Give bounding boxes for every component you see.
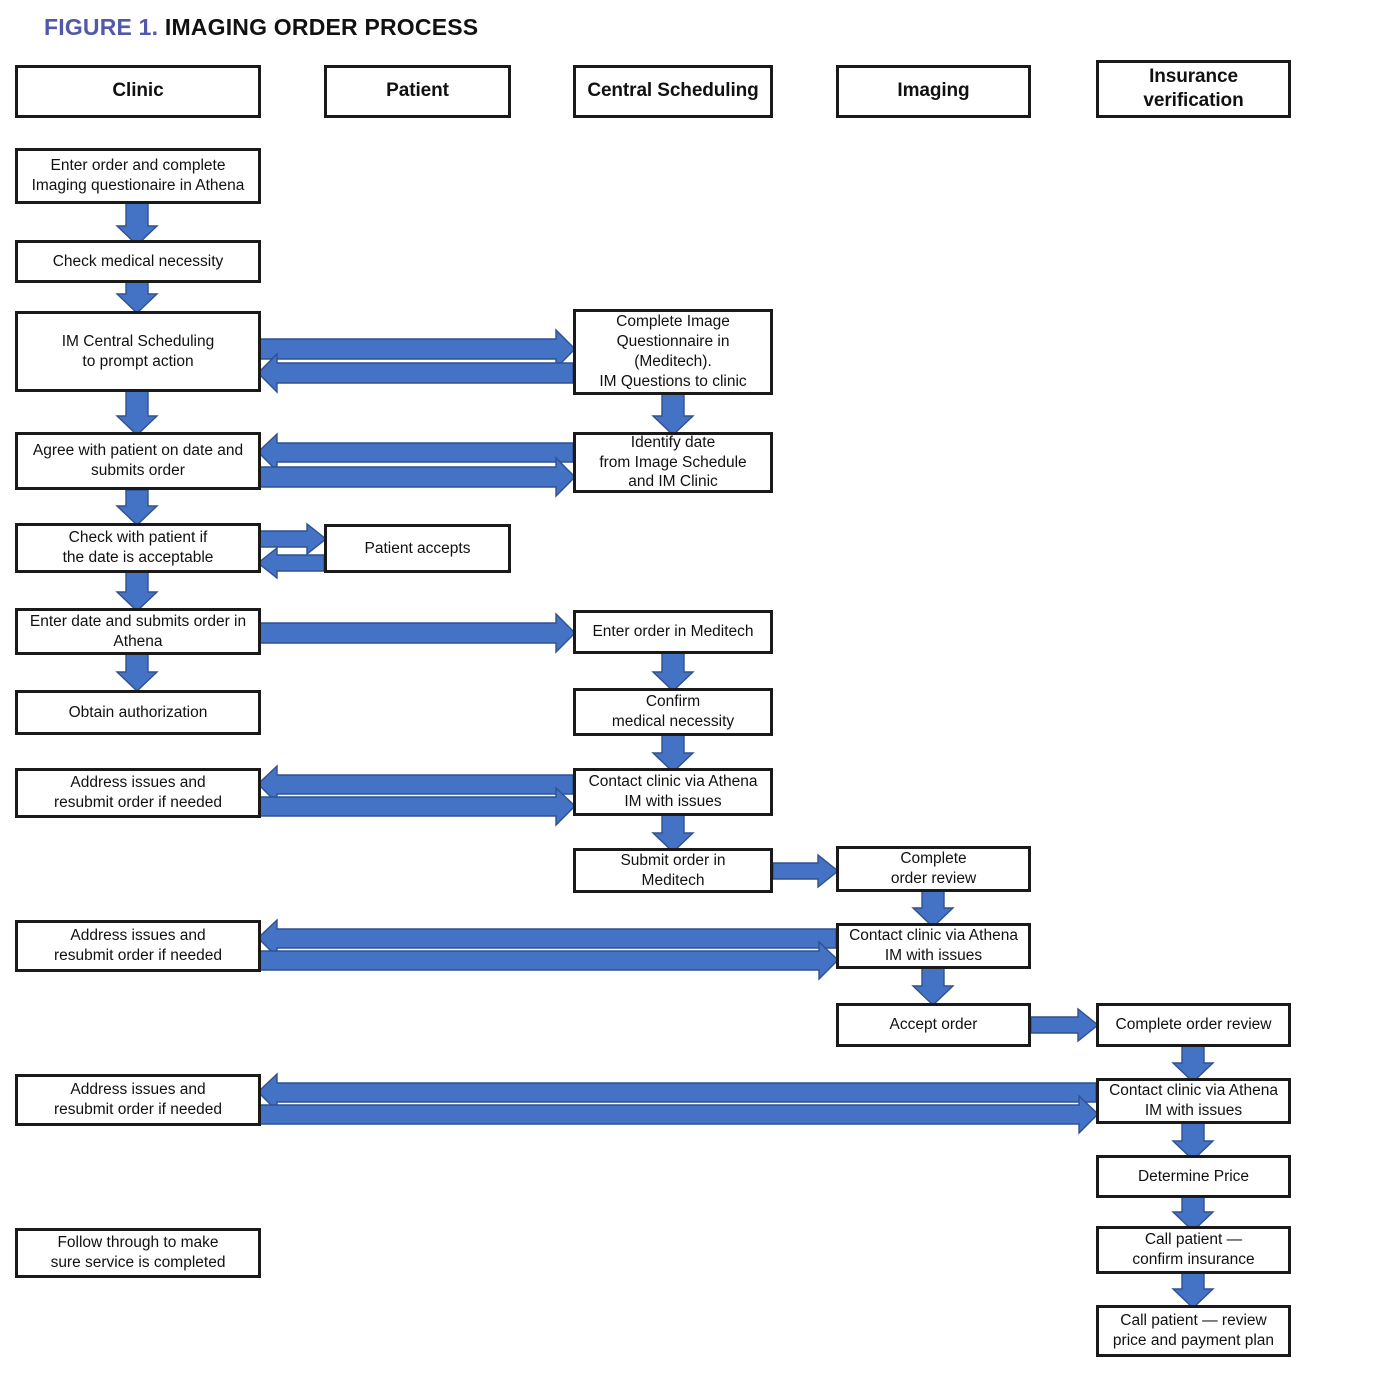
- process-box-check-medical-necessity[interactable]: Check medical necessity: [15, 240, 261, 283]
- process-box-accept-order-label: Accept order: [889, 1016, 978, 1034]
- process-box-central-contact-clinic[interactable]: Contact clinic via Athena IM with issues: [573, 768, 773, 816]
- process-box-accept-order[interactable]: Accept order: [836, 1003, 1031, 1047]
- process-box-check-medical-necessity-label: Check medical necessity: [52, 252, 224, 270]
- page-title: FIGURE 1. IMAGING ORDER PROCESS: [44, 14, 478, 41]
- arrow-clinic-check-to-imcentral: [115, 279, 159, 314]
- process-box-insurance-complete-order-review[interactable]: Complete order review: [1096, 1003, 1291, 1047]
- arrow-clinic-imcentral-to-agree: [115, 390, 159, 436]
- process-box-enter-order-athena-label: Enter order and complete Imaging questio…: [31, 157, 245, 194]
- arrow-central-questionnaire-to-clinic: [257, 352, 574, 394]
- column-header-clinic-label: Clinic: [112, 80, 164, 102]
- process-box-imaging-complete-order-review-label: Complete order review: [890, 850, 977, 887]
- arrow-central-contact-to-submit: [651, 812, 695, 853]
- column-header-clinic: Clinic: [15, 65, 261, 118]
- process-box-agree-with-patient-label: Agree with patient on date and submits o…: [32, 442, 244, 479]
- process-box-imaging-contact-clinic-label: Contact clinic via Athena IM with issues: [849, 927, 1018, 964]
- process-box-address-issues-1-label: Address issues and resubmit order if nee…: [53, 774, 222, 811]
- arrow-clinic-agree-to-central-identify: [259, 456, 576, 498]
- arrow-patient-accepts-to-clinic: [256, 546, 325, 580]
- arrow-imaging-accept-to-insurance-review: [1030, 1007, 1100, 1043]
- process-box-enter-date-submit-athena-label: Enter date and submits order in Athena: [29, 612, 247, 650]
- arrow-central-contact-to-clinic-address1: [256, 764, 574, 805]
- process-box-imaging-contact-clinic[interactable]: Contact clinic via Athena IM with issues: [836, 923, 1031, 969]
- arrow-clinic-to-patient-accepts: [259, 522, 328, 556]
- process-box-address-issues-3[interactable]: Address issues and resubmit order if nee…: [15, 1074, 261, 1126]
- arrow-insurance-price-to-call-confirm: [1171, 1196, 1215, 1232]
- process-box-call-patient-review-price[interactable]: Call patient — review price and payment …: [1096, 1305, 1291, 1357]
- process-box-enter-date-submit-athena[interactable]: Enter date and submits order in Athena: [15, 608, 261, 655]
- process-box-im-central-scheduling-label: IM Central Scheduling to prompt action: [61, 332, 215, 370]
- arrow-clinic-to-central-questionnaire: [259, 328, 576, 370]
- process-box-submit-order-meditech[interactable]: Submit order in Meditech: [573, 848, 773, 893]
- process-box-imaging-complete-order-review[interactable]: Complete order review: [836, 846, 1031, 892]
- arrow-insurance-call-confirm-to-review: [1171, 1271, 1215, 1309]
- process-box-enter-order-athena[interactable]: Enter order and complete Imaging questio…: [15, 148, 261, 204]
- arrow-clinic-enterdate-to-central-enterorder: [259, 612, 576, 654]
- process-box-determine-price[interactable]: Determine Price: [1096, 1155, 1291, 1198]
- process-box-agree-with-patient[interactable]: Agree with patient on date and submits o…: [15, 432, 261, 490]
- arrow-clinic-checkdate-to-enterdate: [115, 570, 159, 612]
- process-box-complete-image-questionnaire[interactable]: Complete Image Questionnaire in (Meditec…: [573, 309, 773, 395]
- process-box-address-issues-3-label: Address issues and resubmit order if nee…: [53, 1081, 222, 1118]
- process-box-patient-accepts[interactable]: Patient accepts: [324, 524, 511, 573]
- process-box-call-patient-confirm-insurance[interactable]: Call patient — confirm insurance: [1096, 1226, 1291, 1274]
- figure-number: FIGURE 1.: [44, 14, 159, 40]
- arrow-insurance-contact-to-clinic-address3: [256, 1072, 1097, 1113]
- process-box-address-issues-2-label: Address issues and resubmit order if nee…: [53, 927, 222, 964]
- arrow-central-confirm-to-contact: [651, 732, 695, 773]
- arrow-clinic-address1-to-central-contact: [259, 786, 577, 827]
- process-box-check-date-acceptable[interactable]: Check with patient if the date is accept…: [15, 523, 261, 573]
- process-box-obtain-authorization[interactable]: Obtain authorization: [15, 690, 261, 735]
- column-header-patient: Patient: [324, 65, 511, 118]
- arrow-central-questionnaire-to-identify: [651, 392, 695, 436]
- column-header-insurance-verification: Insurance verification: [1096, 60, 1291, 118]
- process-box-determine-price-label: Determine Price: [1137, 1167, 1250, 1185]
- arrow-clinic-address2-to-imaging-contact: [259, 940, 840, 981]
- process-box-check-date-acceptable-label: Check with patient if the date is accept…: [62, 529, 214, 566]
- arrow-clinic-address3-to-insurance-contact: [259, 1094, 1100, 1135]
- process-box-insurance-contact-clinic-label: Contact clinic via Athena IM with issues: [1109, 1082, 1278, 1119]
- arrow-central-submit-to-imaging-review: [772, 853, 840, 889]
- process-box-enter-order-meditech-label: Enter order in Meditech: [592, 623, 754, 641]
- arrow-insurance-review-to-contact: [1171, 1045, 1215, 1083]
- column-header-insurance-verification-label: Insurance verification: [1143, 65, 1244, 111]
- process-box-complete-image-questionnaire-label: Complete Image Questionnaire in (Meditec…: [599, 313, 747, 390]
- process-box-submit-order-meditech-label: Submit order in Meditech: [620, 851, 726, 889]
- process-box-patient-accepts-label: Patient accepts: [364, 539, 471, 557]
- column-header-central-scheduling: Central Scheduling: [573, 65, 773, 118]
- process-box-address-issues-2[interactable]: Address issues and resubmit order if nee…: [15, 920, 261, 972]
- process-box-identify-date-label: Identify date from Image Schedule and IM…: [599, 433, 747, 491]
- arrow-clinic-enterdate-to-auth: [115, 652, 159, 692]
- process-box-confirm-medical-necessity[interactable]: Confirm medical necessity: [573, 688, 773, 736]
- process-box-insurance-contact-clinic[interactable]: Contact clinic via Athena IM with issues: [1096, 1078, 1291, 1124]
- process-box-enter-order-meditech[interactable]: Enter order in Meditech: [573, 610, 773, 654]
- column-header-imaging-label: Imaging: [897, 80, 970, 102]
- column-header-imaging: Imaging: [836, 65, 1031, 118]
- arrow-central-identify-to-clinic: [256, 432, 574, 473]
- process-box-address-issues-1[interactable]: Address issues and resubmit order if nee…: [15, 768, 261, 818]
- arrow-clinic-agree-to-checkdate: [115, 489, 159, 526]
- process-box-central-contact-clinic-label: Contact clinic via Athena IM with issues: [588, 773, 758, 810]
- process-box-insurance-complete-order-review-label: Complete order review: [1115, 1016, 1272, 1034]
- process-box-call-patient-review-price-label: Call patient — review price and payment …: [1112, 1312, 1275, 1349]
- arrow-imaging-contact-to-clinic-address2: [256, 918, 837, 959]
- process-box-identify-date[interactable]: Identify date from Image Schedule and IM…: [573, 432, 773, 493]
- arrow-insurance-contact-to-price: [1171, 1122, 1215, 1161]
- column-header-patient-label: Patient: [386, 80, 449, 102]
- process-box-im-central-scheduling[interactable]: IM Central Scheduling to prompt action: [15, 311, 261, 392]
- arrow-imaging-review-to-contact: [911, 889, 955, 928]
- arrow-central-enterorder-to-confirm: [651, 652, 695, 692]
- process-box-obtain-authorization-label: Obtain authorization: [68, 703, 208, 721]
- process-box-call-patient-confirm-insurance-label: Call patient — confirm insurance: [1132, 1231, 1255, 1268]
- process-box-follow-through[interactable]: Follow through to make sure service is c…: [15, 1228, 261, 1278]
- process-box-follow-through-label: Follow through to make sure service is c…: [50, 1234, 226, 1271]
- arrow-imaging-contact-to-accept: [911, 966, 955, 1006]
- arrow-clinic-enter-to-check: [115, 202, 159, 246]
- process-box-confirm-medical-necessity-label: Confirm medical necessity: [611, 693, 735, 730]
- figure-name: IMAGING ORDER PROCESS: [164, 14, 479, 40]
- column-header-central-scheduling-label: Central Scheduling: [587, 80, 759, 102]
